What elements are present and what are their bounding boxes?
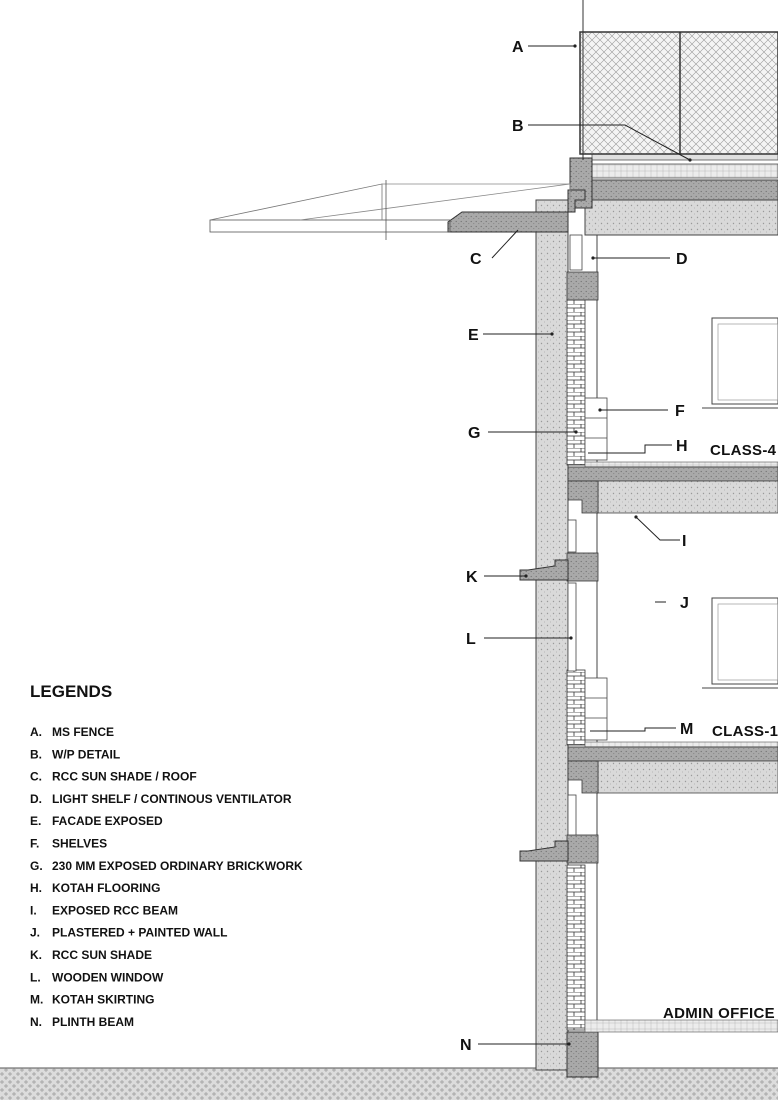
callout-g: G <box>468 425 480 442</box>
brickwork-middle <box>566 669 586 746</box>
room-label-class1: CLASS-1 <box>712 723 778 740</box>
legend-text: RCC SUN SHADE <box>52 948 152 962</box>
callout-m: M <box>680 721 693 738</box>
callout-c: C <box>470 251 482 268</box>
legend-key: N. <box>30 1015 42 1029</box>
legend-text: FACADE EXPOSED <box>52 814 163 828</box>
legend-text: 230 MM EXPOSED ORDINARY BRICKWORK <box>52 859 303 873</box>
plinth-beam <box>566 1031 599 1078</box>
legend-key: F. <box>30 837 39 851</box>
rcc-sunshade-lower <box>519 840 569 862</box>
legend-key: A. <box>30 725 42 739</box>
callout-a: A <box>512 39 524 56</box>
ground <box>0 1068 778 1100</box>
legend-key: G. <box>30 859 43 873</box>
legend-text: SHELVES <box>52 837 107 851</box>
room-label-admin: ADMIN OFFICE <box>663 1005 775 1022</box>
legend-key: E. <box>30 814 41 828</box>
rcc-sunshade-k <box>519 559 569 581</box>
legend-key: D. <box>30 792 42 806</box>
board-class1 <box>711 597 778 685</box>
facade-column <box>535 199 569 1071</box>
legend-key: I. <box>30 903 37 917</box>
wooden-window <box>567 582 577 672</box>
callout-j: J <box>680 595 689 612</box>
legend-text: EXPOSED RCC BEAM <box>52 903 178 917</box>
legend-key: K. <box>30 948 42 962</box>
legend-title: LEGENDS <box>30 682 112 701</box>
callout-b: B <box>512 118 524 135</box>
roof-slab <box>584 199 778 236</box>
legend-text: KOTAH SKIRTING <box>52 993 154 1007</box>
legend-key: B. <box>30 747 42 761</box>
window-upper <box>569 234 583 271</box>
legend-key: C. <box>30 770 42 784</box>
legend-key: J. <box>30 926 40 940</box>
legend-text: MS FENCE <box>52 725 114 739</box>
floor-admin <box>584 1019 778 1033</box>
callout-f: F <box>675 403 685 420</box>
callout-n: N <box>460 1037 472 1054</box>
room-label-class4: CLASS-4 <box>710 442 777 459</box>
callout-h: H <box>676 438 688 455</box>
legend-text: WOODEN WINDOW <box>52 970 164 984</box>
board-class4 <box>711 317 778 405</box>
legend-key: H. <box>30 881 42 895</box>
shelves-upper <box>584 397 608 461</box>
legend-text: KOTAH FLOORING <box>52 881 160 895</box>
floor-slab-class1 <box>584 741 778 748</box>
callout-i: I <box>682 533 686 550</box>
brickwork-lower <box>566 864 586 1031</box>
wp-layer <box>591 163 778 179</box>
callout-e: E <box>468 327 479 344</box>
rcc-sunshade-roof <box>447 189 586 233</box>
legend-text: W/P DETAIL <box>52 747 120 761</box>
floor-slab-class4 <box>584 461 778 468</box>
ms-fence <box>579 31 778 155</box>
legend-text: RCC SUN SHADE / ROOF <box>52 770 197 784</box>
legend-key: L. <box>30 970 41 984</box>
legend-text: PLINTH BEAM <box>52 1015 134 1029</box>
legend-text: PLASTERED + PAINTED WALL <box>52 926 227 940</box>
legend-text: LIGHT SHELF / CONTINOUS VENTILATOR <box>52 792 292 806</box>
legend: LEGENDS A. MS FENCE B. W/P DETAIL C. RCC SUN … <box>30 682 303 1029</box>
legend-key: M. <box>30 993 43 1007</box>
callout-k: K <box>466 569 478 586</box>
brickwork-upper <box>566 299 586 466</box>
callout-d: D <box>676 251 688 268</box>
callout-l: L <box>466 631 476 648</box>
shelves-lower <box>584 677 608 741</box>
